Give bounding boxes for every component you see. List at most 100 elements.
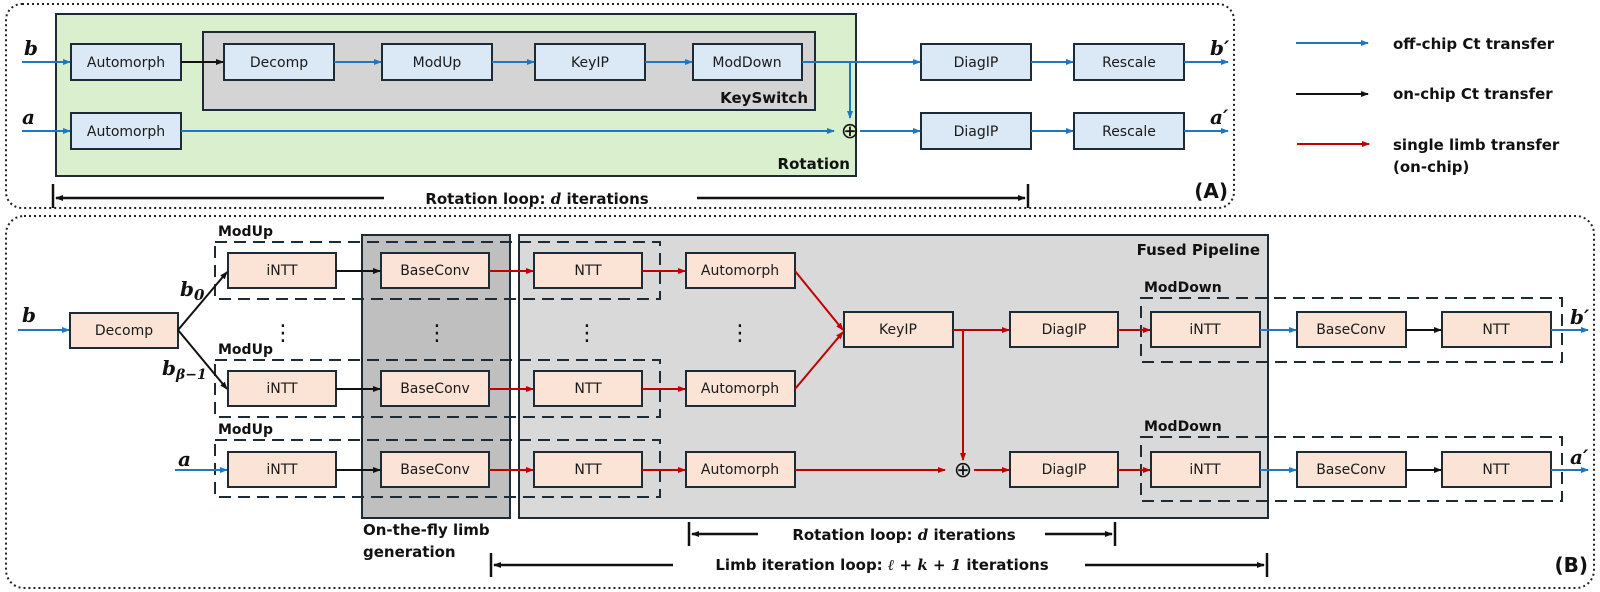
box-label: Rescale — [1102, 124, 1156, 140]
box-md-ntt-b: NTT — [1441, 311, 1552, 348]
legend-off-chip-label: off-chip Ct transfer — [1393, 35, 1555, 53]
moddown-label-a: ModDown — [1144, 419, 1222, 435]
box-automorph-b: Automorph — [70, 43, 182, 81]
box-label: BaseConv — [400, 381, 470, 397]
rotation-label: Rotation — [778, 155, 850, 173]
branch-bl-sub: β−1 — [175, 367, 207, 383]
box-ntt-a: NTT — [533, 451, 643, 488]
legend-single-limb-label: single limb transfer — [1393, 136, 1560, 154]
box-diagip-b-b: DiagIP — [1009, 311, 1119, 348]
box-md-ntt-a: NTT — [1441, 451, 1552, 488]
legend-single-limb-label-2: (on-chip) — [1393, 158, 1469, 176]
box-moddown: ModDown — [692, 43, 803, 81]
box-intt-1: iNTT — [227, 370, 337, 407]
box-label: NTT — [1482, 322, 1510, 338]
arrow-decomp-intt1 — [177, 329, 228, 390]
panel-b-border — [5, 215, 1595, 589]
box-label: DiagIP — [1042, 322, 1087, 338]
box-label: iNTT — [266, 381, 298, 397]
box-md-baseconv-b: BaseConv — [1296, 311, 1407, 348]
panel-b-tag: (B) — [1554, 553, 1588, 577]
modup-group-a — [214, 439, 661, 498]
box-label: NTT — [574, 381, 602, 397]
box-decomp: Decomp — [223, 43, 335, 81]
branch-b0-base: b — [180, 277, 194, 301]
box-keyip-b: KeyIP — [843, 311, 954, 348]
box-label: ModUp — [413, 55, 462, 71]
box-rescale-a: Rescale — [1073, 112, 1185, 150]
box-label: NTT — [574, 462, 602, 478]
box-md-intt-a: iNTT — [1150, 451, 1261, 488]
onthefly-label-1: On-the-fly limb — [363, 521, 490, 539]
box-label: ModDown — [712, 55, 781, 71]
moddown-label-b: ModDown — [1144, 280, 1222, 296]
panel-a-tag: (A) — [1194, 179, 1228, 203]
panel-b: Fused Pipeline On-the-fly limb generatio… — [5, 215, 1595, 589]
output-a-label: a′ — [1210, 105, 1229, 129]
box-diagip-b: DiagIP — [920, 43, 1032, 81]
box-label: NTT — [1482, 462, 1510, 478]
box-md-intt-b: iNTT — [1150, 311, 1261, 348]
modup-group-1 — [214, 359, 661, 418]
branch-b0-label: b0 — [180, 277, 205, 304]
box-baseconv-1: BaseConv — [380, 370, 490, 407]
input-a-label-b: a — [178, 447, 191, 471]
limb-loop-label: Limb iteration loop: ℓ + k + 1 iteration… — [715, 556, 1048, 574]
rotation-loop-var: d — [918, 526, 929, 544]
loop-suffix: iterations — [561, 190, 649, 208]
arrow-decomp-intt0 — [177, 271, 228, 331]
box-label: iNTT — [266, 263, 298, 279]
box-label: NTT — [574, 263, 602, 279]
box-automorph-a-b: Automorph — [685, 451, 796, 488]
ellipsis-automorph: ⋮ — [729, 321, 751, 346]
loop-var: d — [551, 190, 562, 208]
box-label: iNTT — [1189, 322, 1221, 338]
branch-b0-sub: 0 — [194, 286, 205, 304]
limb-loop-expr: ℓ + k + 1 — [888, 556, 961, 574]
modup-label-0: ModUp — [218, 224, 273, 240]
box-label: BaseConv — [1316, 322, 1386, 338]
box-label: KeyIP — [879, 322, 917, 338]
box-label: Rescale — [1102, 55, 1156, 71]
legend-on-chip-label: on-chip Ct transfer — [1393, 85, 1553, 103]
box-modup: ModUp — [381, 43, 493, 81]
box-label: Decomp — [95, 323, 153, 339]
arrow-automorph1-keyip — [794, 331, 844, 390]
input-a-label: a — [22, 105, 35, 129]
box-label: Automorph — [87, 124, 165, 140]
box-baseconv-a: BaseConv — [380, 451, 490, 488]
box-diagip-a-b: DiagIP — [1009, 451, 1119, 488]
ellipsis-baseconv: ⋮ — [426, 321, 448, 346]
limb-loop-suffix: iterations — [961, 556, 1049, 574]
adder-icon-b: ⊕ — [954, 458, 972, 483]
box-label: Automorph — [701, 462, 779, 478]
box-automorph-1: Automorph — [685, 370, 796, 407]
box-label: KeyIP — [571, 55, 609, 71]
legend: off-chip Ct transfer on-chip Ct transfer… — [1296, 35, 1560, 176]
rotation-loop-prefix: Rotation loop: — [792, 526, 917, 544]
box-label: DiagIP — [954, 55, 999, 71]
box-label: Automorph — [87, 55, 165, 71]
box-diagip-a: DiagIP — [920, 112, 1032, 150]
limb-loop-prefix: Limb iteration loop: — [715, 556, 888, 574]
branch-bl-label: bβ−1 — [162, 356, 207, 383]
rotation-loop-label-b: Rotation loop: d iterations — [792, 526, 1015, 544]
modup-label-1: ModUp — [218, 342, 273, 358]
fused-pipeline-label: Fused Pipeline — [1137, 241, 1260, 259]
box-keyip: KeyIP — [534, 43, 646, 81]
rotation-loop-label: Rotation loop: d iterations — [425, 190, 648, 208]
branch-bl-base: b — [162, 356, 176, 380]
box-label: Automorph — [701, 263, 779, 279]
input-b-label-b: b — [22, 303, 36, 327]
box-automorph-0: Automorph — [685, 252, 796, 289]
panel-a: KeySwitch Rotation b a Automorph Decomp … — [5, 3, 1235, 209]
loop-prefix: Rotation loop: — [425, 190, 550, 208]
onthefly-label-2: generation — [363, 543, 456, 561]
box-intt-a: iNTT — [227, 451, 337, 488]
box-baseconv-0: BaseConv — [380, 252, 490, 289]
box-automorph-a: Automorph — [70, 112, 182, 150]
box-label: iNTT — [266, 462, 298, 478]
output-b-label-b: b′ — [1570, 305, 1590, 329]
box-label: DiagIP — [954, 124, 999, 140]
